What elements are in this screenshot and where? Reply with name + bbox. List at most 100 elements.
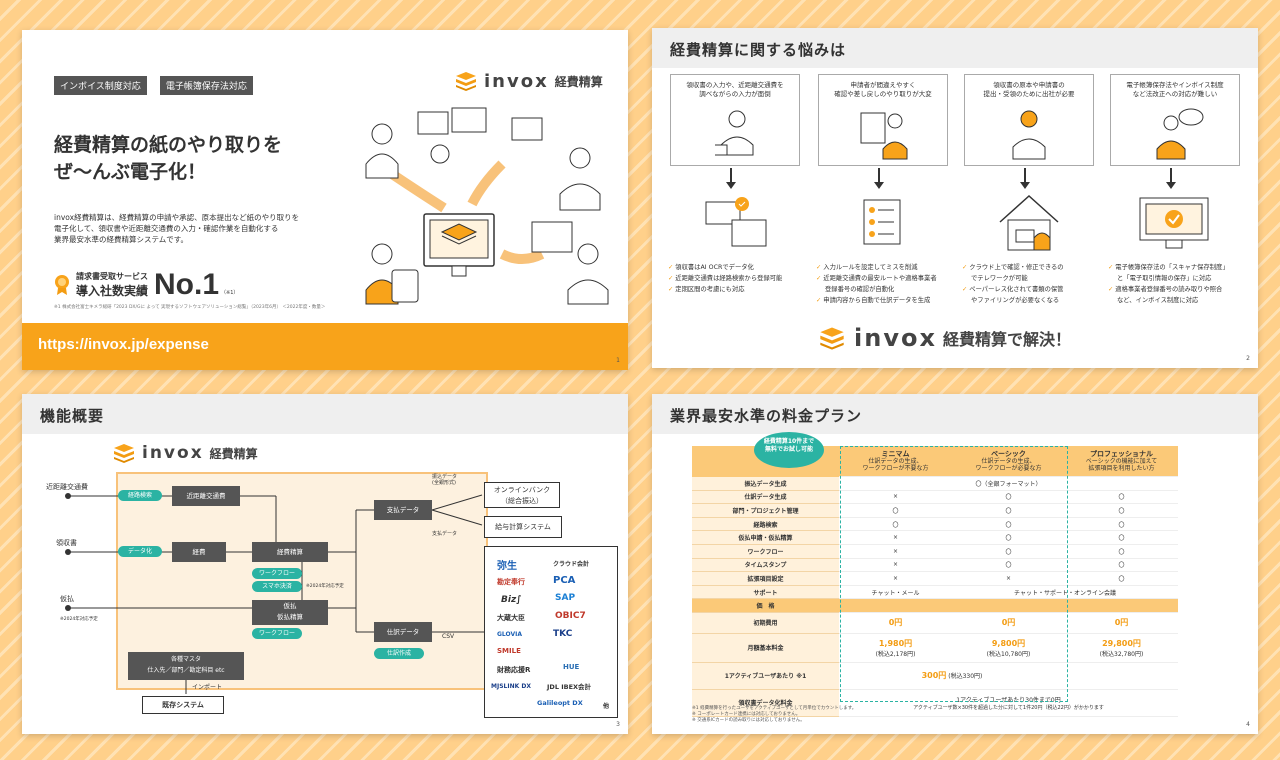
down-arrow-head (726, 182, 736, 189)
output-payroll: 給与計算システム (484, 516, 562, 538)
plan-basic: ベーシック仕訳データの生成、ワークフローが必要な方 (952, 446, 1065, 477)
slide-header: 機能概要 (22, 394, 628, 434)
solution-banner: invox 経費精算で解決！ (818, 324, 1071, 352)
input-receipt: 領収書 (56, 539, 77, 547)
cube-logo-icon (820, 327, 844, 350)
existing-system-box: 既存システム (142, 696, 224, 714)
monthly-tax: (税込2,178円) (875, 650, 916, 658)
receipt-ocr-icon (705, 197, 767, 247)
commuter-icon (1012, 110, 1046, 160)
cube-logo-icon (456, 72, 476, 91)
solution-point: 近距離交通費の最安ルートや適格事業者 (816, 273, 952, 284)
feature-value: 〇 (1065, 571, 1178, 586)
tag-route-search: 経路検索 (118, 490, 162, 501)
plan-professional: プロフェッショナルベーシックの機能に加えて拡張項目を利用したい方 (1065, 446, 1178, 477)
problem-box: 電子帳簿保存法やインボイス制度など法改正への対応が難しい (1110, 74, 1240, 166)
partner-logo-other: 他 (603, 703, 610, 710)
problem-line: など法改正への対応が難しい (1132, 90, 1218, 98)
feature-value: 〇 (839, 517, 952, 532)
note-line: ※ コーポレートカード連携には対応しておりません。 (692, 712, 801, 717)
node-expense-settlement: 経費精算 (252, 542, 328, 562)
feature-label: タイムスタンプ (692, 558, 839, 573)
partner-logo: OBIC7 (555, 611, 586, 621)
initial-label: 初期費用 (692, 612, 839, 634)
problem-line: 電子帳簿保存法やインボイス制度 (1126, 81, 1224, 89)
medal-icon (55, 275, 69, 295)
node-expense: 経費 (172, 542, 226, 562)
feature-row: 仮払申請・仮払精算×〇〇 (692, 530, 1178, 545)
solution-point: 入力ルールを設定してミスを削減 (816, 262, 952, 273)
page-number: 4 (1246, 721, 1250, 728)
plan-desc: ワークフローが不要な方 (862, 464, 929, 472)
plan-desc: 仕訳データの生成、 (981, 457, 1036, 465)
pricing-table: ミニマム仕訳データの生成、ワークフローが不要な方 ベーシック仕訳データの生成、ワ… (692, 446, 1178, 717)
down-arrow (1170, 168, 1172, 184)
partner-logo: Galileopt DX (537, 699, 583, 707)
price-header-row: 価 格 (692, 598, 1178, 613)
down-arrow-head (1020, 182, 1030, 189)
desc-line: invox経費精算は、経費精算の申請や承認、原本提出など紙のやり取りを (54, 213, 300, 222)
per-user-cell: 300円 (税込330円) (839, 662, 1065, 690)
output-online-bank: オンラインバンク （総合振込） (484, 482, 560, 508)
partner-logo: MJSLINK DX (491, 683, 531, 690)
award-note-mark: （※1） (221, 290, 239, 296)
feature-value: 〇 (952, 503, 1065, 518)
invox-logo: invox 経費精算 (454, 70, 603, 92)
initial-fee: 0円 (952, 612, 1065, 634)
feature-row: サポートチャット・メールチャット・サポート・オンライン会議 (692, 585, 1178, 600)
confused-person-icon (1156, 108, 1204, 160)
feature-value: 〇 (952, 517, 1065, 532)
feature-value: 〇 (1065, 544, 1178, 559)
solution-point-cont: と「電子取引情報の保存」に対応 (1117, 275, 1212, 282)
tag-digitize: データ化 (118, 546, 162, 557)
headline: 経費精算の紙のやり取りを ぜ〜んぶ電子化！ (54, 132, 282, 186)
slide-4: 業界最安水準の料金プラン ミニマム仕訳データの生成、ワークフローが不要な方 ベー… (652, 394, 1258, 734)
monthly-tax: (税込10,780円) (986, 650, 1031, 658)
invoice-tag: インボイス制度対応 (54, 76, 147, 95)
note-line: ※1 経費精算を行ったユーザをアクティブユーザとして月単位でカウントします。 (692, 706, 857, 711)
logo-sub: 経費精算 (554, 74, 603, 89)
price-header-fill (839, 598, 1178, 613)
feature-value: 〇 (1065, 530, 1178, 545)
applicant-icon (860, 112, 908, 160)
slide-header: 経費精算に関する悩みは (652, 28, 1258, 68)
feature-value: 〇（全銀フォーマット） (839, 476, 1178, 491)
feature-label: 部門・プロジェクト管理 (692, 503, 839, 518)
tag-journal: 仕訳作成 (374, 648, 424, 659)
per-user-label: 1アクティブユーザあたり ※1 (692, 662, 839, 690)
feature-row: 振込データ生成〇（全銀フォーマット） (692, 476, 1178, 491)
tag-smartphone: スマホ決済 (252, 581, 302, 592)
problem-box: 申請者が間違えやすく確認や差し戻しのやり取りが大変 (818, 74, 948, 166)
partner-logo: GLOVIA (497, 631, 522, 638)
per-user-tax: (税込330円) (948, 673, 983, 681)
receipt-line-1: 1アクティブユーザあたり30件まで0円 (956, 696, 1061, 704)
feature-row: 部門・プロジェクト管理〇〇〇 (692, 503, 1178, 518)
solution-point: 電子帳簿保存法の「スキャナ保存制度」 (1108, 262, 1244, 273)
feature-value: × (839, 530, 952, 545)
plan-desc: ベーシックの機能に加えて (1085, 457, 1158, 465)
down-arrow-head (874, 182, 884, 189)
logo-text: invox (142, 443, 204, 463)
solution-point-cont: など、インボイス制度に対応 (1117, 297, 1199, 304)
home-telework-icon (999, 194, 1059, 251)
problem-line: 領収書の入力や、近距離交通費を (686, 81, 784, 89)
invox-logo: invox 経費精算 (112, 442, 258, 464)
problem-line: 領収書の原本や申請書の (993, 81, 1065, 89)
feature-value: × (839, 544, 952, 559)
tag-row: インボイス制度対応 電子帳簿保存法対応 (54, 74, 261, 95)
partner-logo: Biz∫ (501, 595, 522, 605)
url-link[interactable]: https://invox.jp/expense (38, 336, 209, 353)
workflow-illustration (365, 107, 609, 305)
monthly-tax: (税込32,780円) (1099, 650, 1144, 658)
desc-line: 電子化して、領収書や近距離交通費の入力・確認作業を自動化する (54, 224, 279, 233)
payment-label: 支払データ (432, 531, 458, 537)
tag-workflow-2: ワークフロー (252, 628, 302, 639)
input-advance: 仮払 (60, 595, 74, 603)
headline-line-2: ぜ〜んぶ電子化！ (54, 161, 207, 183)
feature-label: 経路検索 (692, 517, 839, 532)
problem-line: 確認や差し戻しのやり取りが大変 (834, 90, 932, 98)
node-payment-data: 支払データ (374, 500, 432, 520)
solution-point-cont: 登録番号の確認が自動化 (825, 286, 895, 293)
footnote: ※1 株式会社富士キメラ総研「2023 DX/Gに よって 実現するソフトウェア… (54, 305, 326, 310)
feature-value: チャット・サポート・オンライン会議 (952, 585, 1178, 600)
